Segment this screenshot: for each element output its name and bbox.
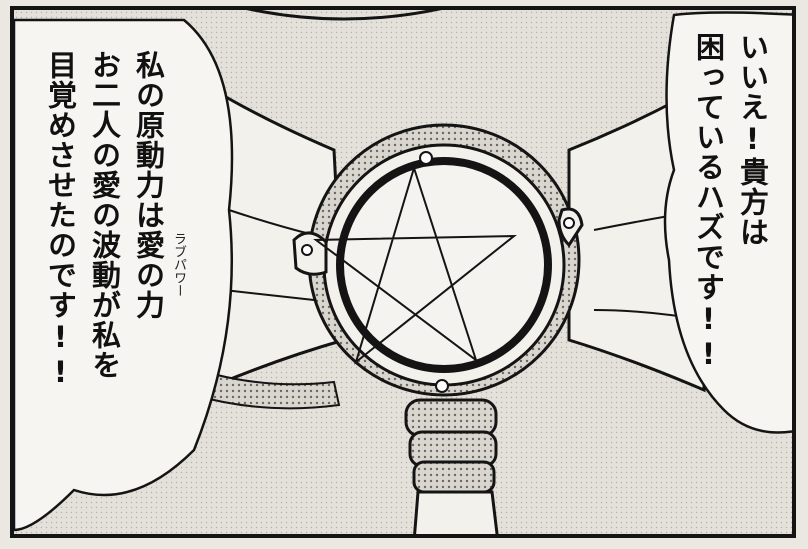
right-speech-bubble (663, 11, 792, 434)
left-bubble-line-3: 目覚めさせたのです!! (43, 50, 78, 390)
right-bubble-line-1: いいえ!貴方は (735, 32, 770, 247)
left-bubble-ruby: ラブパワー (171, 232, 186, 297)
manga-panel: 私の原動力は愛の力 ラブパワー お二人の愛の波動が私を 目覚めさせたのです!! … (10, 6, 796, 538)
left-bubble-line-2: お二人の愛の波動が私を (87, 50, 122, 380)
wand-handle (404, 398, 499, 534)
left-bubble-line-1: 私の原動力は愛の力 (131, 50, 166, 320)
pentagram-icon (313, 164, 517, 365)
top-arc (246, 10, 442, 21)
panel-artwork (14, 10, 792, 534)
left-speech-bubble (14, 18, 234, 532)
right-bubble-line-2: 困っているハズです!! (691, 32, 726, 372)
compact-mirror (292, 123, 584, 397)
